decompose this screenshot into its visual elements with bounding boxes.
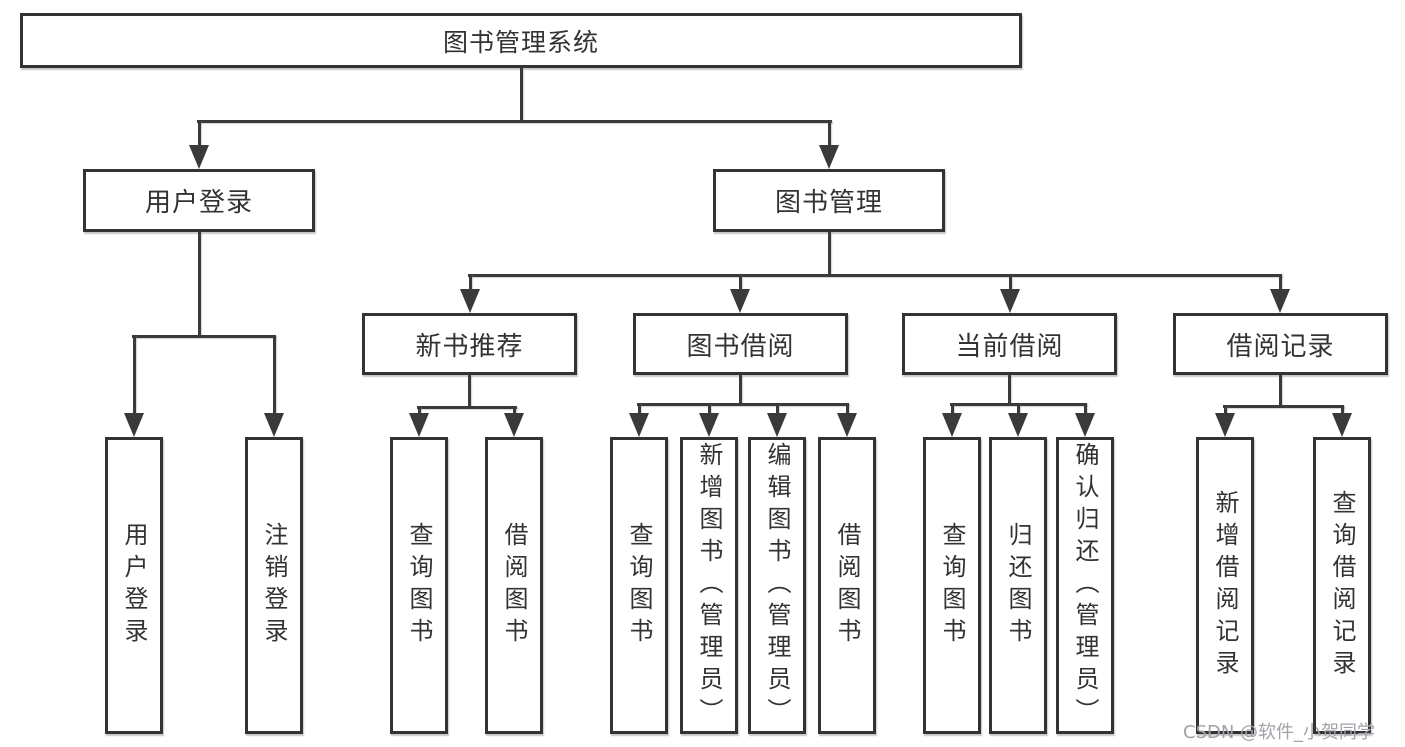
- leaf-label: 用户登录: [120, 521, 148, 650]
- leaf-borrow-book-recommend: 借阅图书: [485, 437, 543, 734]
- node-new-book-recommend: 新书推荐: [362, 313, 577, 375]
- leaf-query-book-borrow: 查询图书: [610, 437, 668, 734]
- arrow-down-icon: [264, 413, 284, 437]
- leaf-label: 新增借阅记录: [1211, 489, 1239, 682]
- connector-section-stem: [739, 375, 742, 403]
- leaf-label: 查询图书: [938, 521, 966, 650]
- connector-to-leaf: [1017, 403, 1020, 415]
- connector-to-leaf: [846, 403, 849, 415]
- arrow-down-icon: [819, 145, 839, 169]
- leaf-label: 借阅图书: [500, 521, 528, 650]
- connector-to-leaf: [708, 403, 711, 415]
- connector-to-leaf: [133, 335, 136, 417]
- node-borrow-record: 借阅记录: [1173, 313, 1388, 375]
- connector-to-section: [469, 274, 472, 292]
- arrow-down-icon: [189, 145, 209, 169]
- leaf-add-borrow-record: 新增借阅记录: [1196, 437, 1254, 734]
- connector-section-rail: [417, 406, 517, 409]
- connector-book-management-stem: [828, 232, 831, 274]
- connector-to-book-management: [828, 120, 831, 148]
- arrow-down-icon: [1008, 413, 1028, 437]
- arrow-down-icon: [837, 413, 857, 437]
- connector-to-user-login: [198, 120, 201, 148]
- connector-to-leaf: [638, 403, 641, 415]
- node-book-borrow: 图书借阅: [633, 313, 848, 375]
- node-root: 图书管理系统: [20, 13, 1022, 68]
- arrow-down-icon: [699, 413, 719, 437]
- leaf-user-login: 用户登录: [105, 437, 163, 734]
- leaf-label: 编辑图书（管理员）: [763, 441, 791, 730]
- leaf-query-book-current: 查询图书: [923, 437, 981, 734]
- connector-level3-rail: [468, 274, 1282, 277]
- connector-to-section: [739, 274, 742, 292]
- arrow-down-icon: [629, 413, 649, 437]
- connector-to-leaf: [273, 335, 276, 417]
- connector-user-login-stem: [198, 232, 201, 335]
- connector-to-leaf: [1084, 403, 1087, 415]
- leaf-label: 查询图书: [405, 521, 433, 650]
- connector-user-login-rail: [132, 335, 276, 338]
- leaf-label: 查询借阅记录: [1328, 489, 1356, 682]
- arrow-down-icon: [730, 289, 750, 313]
- leaf-label: 查询图书: [625, 521, 653, 650]
- connector-to-leaf: [418, 406, 421, 416]
- arrow-down-icon: [1075, 413, 1095, 437]
- leaf-logout: 注销登录: [245, 437, 303, 734]
- connector-section-rail: [637, 403, 849, 406]
- leaf-label: 确认归还（管理员）: [1071, 441, 1099, 730]
- connector-to-section: [1279, 274, 1282, 292]
- leaf-confirm-return-admin: 确认归还（管理员）: [1056, 437, 1114, 734]
- connector-to-leaf: [776, 403, 779, 415]
- leaf-label: 归还图书: [1004, 521, 1032, 650]
- connector-section-stem: [1008, 375, 1011, 403]
- leaf-query-book-recommend: 查询图书: [390, 437, 448, 734]
- connector-section-rail: [1223, 405, 1344, 408]
- arrow-down-icon: [767, 413, 787, 437]
- connector-to-leaf: [513, 406, 516, 416]
- arrow-down-icon: [1332, 413, 1352, 437]
- connector-level2-rail: [197, 120, 832, 123]
- arrow-down-icon: [942, 413, 962, 437]
- connector-to-leaf: [1341, 405, 1344, 416]
- arrow-down-icon: [1215, 413, 1235, 437]
- watermark: CSDN @软件_小贺同学: [1183, 722, 1376, 743]
- connector-section-stem: [1279, 375, 1282, 405]
- leaf-borrow-book: 借阅图书: [818, 437, 876, 734]
- arrow-down-icon: [409, 413, 429, 437]
- leaf-label: 注销登录: [260, 521, 288, 650]
- arrow-down-icon: [1270, 289, 1290, 313]
- connector-to-section: [1009, 274, 1012, 292]
- leaf-label: 新增图书（管理员）: [695, 441, 723, 730]
- connector-to-leaf: [1224, 405, 1227, 416]
- leaf-add-book-admin: 新增图书（管理员）: [680, 437, 738, 734]
- arrow-down-icon: [460, 289, 480, 313]
- connector-section-stem: [468, 375, 471, 406]
- leaf-query-borrow-record: 查询借阅记录: [1313, 437, 1371, 734]
- connector-root-stem: [520, 68, 523, 120]
- node-user-login: 用户登录: [83, 169, 315, 232]
- connector-to-leaf: [951, 403, 954, 415]
- node-current-borrow: 当前借阅: [902, 313, 1117, 375]
- arrow-down-icon: [124, 413, 144, 437]
- node-book-management: 图书管理: [713, 169, 945, 232]
- leaf-return-book: 归还图书: [989, 437, 1047, 734]
- leaf-label: 借阅图书: [833, 521, 861, 650]
- arrow-down-icon: [1000, 289, 1020, 313]
- arrow-down-icon: [504, 413, 524, 437]
- leaf-edit-book-admin: 编辑图书（管理员）: [748, 437, 806, 734]
